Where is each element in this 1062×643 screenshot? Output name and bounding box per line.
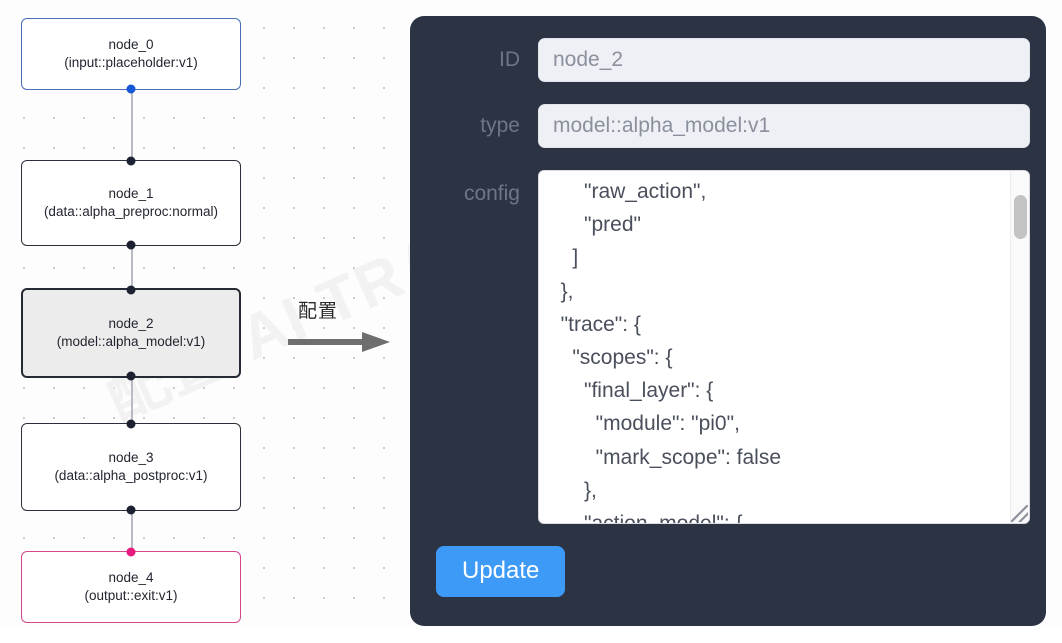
config-resize-handle-icon[interactable] [1011, 505, 1028, 522]
node-type-label: (input::placeholder:v1) [64, 55, 198, 70]
graph-node-node_2[interactable]: node_2 (model::alpha_model:v1) [21, 285, 241, 381]
node-handle-target-icon[interactable] [126, 419, 136, 429]
edge-2-3 [130, 378, 133, 423]
edge-0-1 [130, 90, 133, 160]
field-row-id: ID node_2 [420, 38, 1030, 82]
type-field-label: type [480, 114, 520, 137]
config-textarea[interactable]: "raw_action", "pred" ] }, "trace": { "sc… [560, 180, 781, 523]
node-handle-target-icon[interactable] [126, 156, 136, 166]
config-textarea-wrapper[interactable]: "raw_action", "pred" ] }, "trace": { "sc… [538, 170, 1030, 524]
id-field-label: ID [499, 48, 520, 71]
canvas-bottom-margin [0, 626, 1062, 643]
graph-node-node_4[interactable]: node_4 (output::exit:v1) [21, 547, 241, 623]
node-id-label: node_3 [108, 450, 154, 466]
node-type-label: (model::alpha_model:v1) [56, 334, 206, 349]
node-handle-source-icon[interactable] [126, 371, 136, 381]
config-scrollbar[interactable] [1010, 171, 1029, 523]
id-input[interactable]: node_2 [538, 38, 1030, 82]
node-graph[interactable]: node_0 (input::placeholder:v1) node_1 (d… [0, 0, 400, 626]
node-type-label: (data::alpha_postproc:v1) [54, 468, 208, 483]
edge-1-2 [130, 246, 133, 288]
transition-label: 配置 [298, 301, 339, 322]
node-handle-source-icon[interactable] [126, 240, 136, 250]
node-handle-target-icon[interactable] [126, 285, 136, 295]
node-id-label: node_1 [108, 186, 154, 202]
node-handle-target-icon[interactable] [126, 547, 136, 557]
inspector-actions: Update [420, 546, 1030, 597]
update-button[interactable]: Update [436, 546, 566, 597]
flow-canvas[interactable]: 配置 AI TRACE node_0 (input::placeholder:v… [0, 0, 1062, 626]
edge-3-4 [130, 511, 133, 551]
node-id-label: node_0 [108, 37, 154, 53]
node-id-label: node_2 [108, 316, 154, 332]
node-handle-source-icon[interactable] [126, 84, 136, 94]
transition-annotation: 配置 [288, 296, 398, 360]
field-row-config: config "raw_action", "pred" ] }, "trace"… [420, 170, 1030, 524]
right-arrow-icon [288, 330, 392, 354]
node-id-label: node_4 [108, 570, 154, 586]
config-scrollbar-thumb[interactable] [1014, 195, 1027, 239]
field-row-type: type model::alpha_model:v1 [420, 104, 1030, 148]
graph-node-node_3[interactable]: node_3 (data::alpha_postproc:v1) [21, 419, 241, 515]
graph-node-node_0[interactable]: node_0 (input::placeholder:v1) [21, 18, 241, 94]
config-field-label: config [463, 182, 520, 205]
type-input[interactable]: model::alpha_model:v1 [538, 104, 1030, 148]
node-type-label: (data::alpha_preproc:normal) [43, 204, 219, 219]
node-type-label: (output::exit:v1) [84, 588, 178, 603]
node-inspector-panel: ID node_2 type model::alpha_model:v1 con… [410, 16, 1046, 626]
graph-node-node_1[interactable]: node_1 (data::alpha_preproc:normal) [21, 156, 241, 250]
node-handle-source-icon[interactable] [126, 505, 136, 515]
